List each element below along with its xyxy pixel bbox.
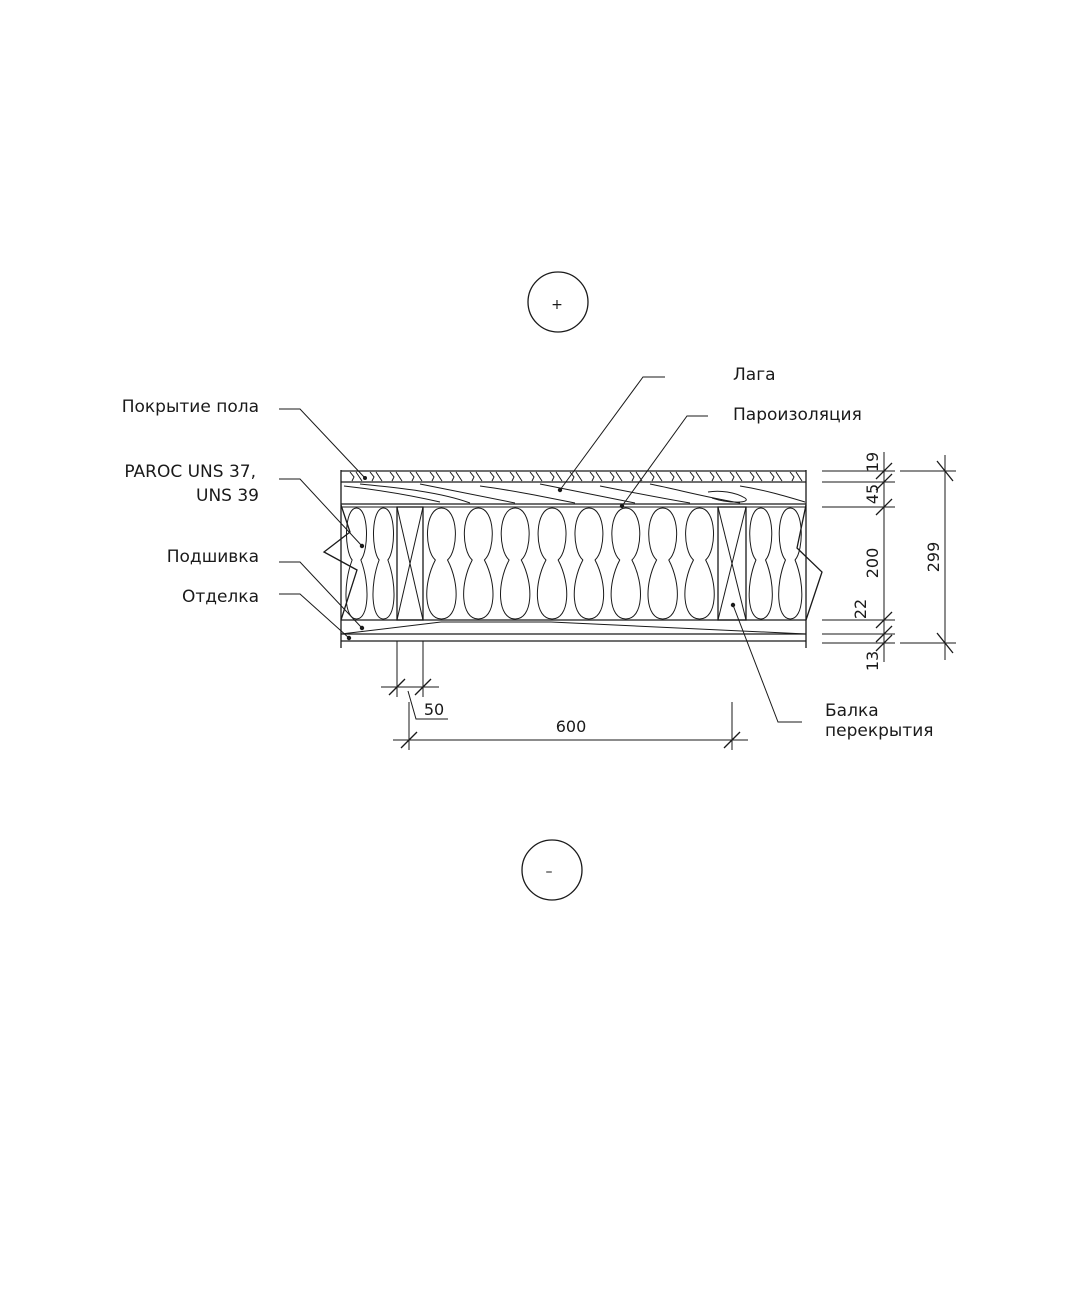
svg-text:Пароизоляция: Пароизоляция <box>733 405 862 425</box>
label-finish: Отделка <box>182 587 352 641</box>
label-insulation: PAROC UNS 37, UNS 39 <box>124 462 365 549</box>
svg-text:Подшивка: Подшивка <box>167 547 259 567</box>
total-dimension: 299 <box>900 455 956 660</box>
dim-insulation: 200 <box>863 548 882 579</box>
joist-wood-grain <box>343 483 806 504</box>
dim-subfloor: 22 <box>851 599 870 619</box>
svg-text:50: 50 <box>424 700 444 719</box>
label-vapor-barrier: Пароизоляция <box>619 405 862 509</box>
vertical-dimensions: 19 45 200 22 13 <box>822 452 895 671</box>
dim-floor: 19 <box>863 452 882 472</box>
warm-side-marker: + <box>527 271 589 333</box>
dim-total: 299 <box>924 542 943 573</box>
cold-side-marker: – <box>521 839 583 901</box>
floor-beam-right <box>717 506 747 621</box>
svg-text:UNS 39: UNS 39 <box>196 486 259 506</box>
svg-text:600: 600 <box>556 717 587 736</box>
label-floor-covering: Покрытие пола <box>122 397 367 480</box>
warm-side-symbol: + <box>551 297 563 313</box>
svg-text:Отделка: Отделка <box>182 587 259 607</box>
spacing-dimension: 600 <box>393 702 748 750</box>
label-subfloor: Подшивка <box>167 547 365 631</box>
svg-text:Покрытие пола: Покрытие пола <box>122 397 259 417</box>
svg-text:перекрытия: перекрытия <box>825 721 933 741</box>
label-joist: Лага <box>557 365 776 493</box>
insulation-pattern <box>345 507 803 620</box>
label-beam: Балка перекрытия <box>730 602 933 741</box>
beam-width-dimension: 50 <box>381 641 448 720</box>
floor-beam-left <box>396 506 424 621</box>
cold-side-symbol: – <box>546 864 553 880</box>
floor-covering-hatch <box>349 471 803 482</box>
dim-finish: 13 <box>863 651 882 671</box>
floor-section <box>322 470 823 648</box>
svg-text:PAROC UNS 37,: PAROC UNS 37, <box>124 462 256 482</box>
svg-text:Лага: Лага <box>733 365 776 385</box>
dim-joist: 45 <box>863 484 882 504</box>
svg-text:Балка: Балка <box>825 701 879 721</box>
